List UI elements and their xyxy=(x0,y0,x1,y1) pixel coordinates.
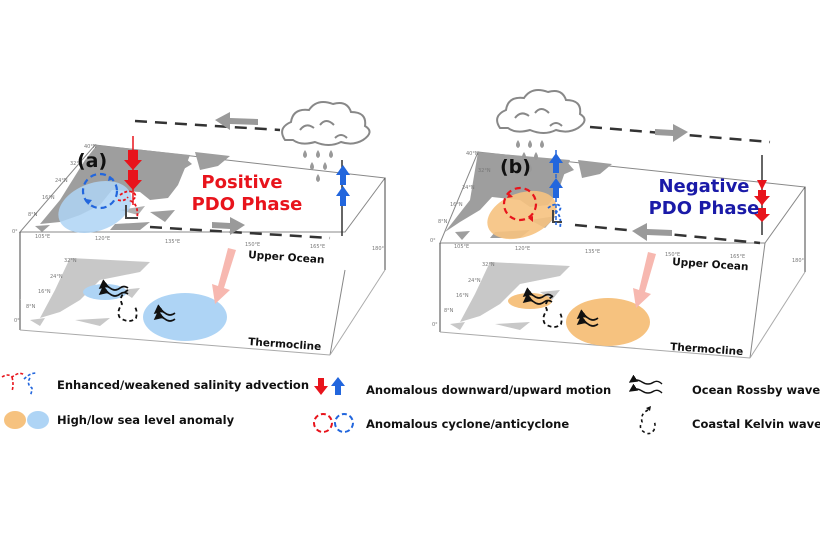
lat-tick: 24°N xyxy=(468,278,481,284)
lon-tick: 135°E xyxy=(585,249,600,255)
cyclone-icon xyxy=(502,186,538,222)
lon-tick: 105°E xyxy=(454,244,469,250)
legend-vertical-motion-label: Anomalous downward/upward motion xyxy=(366,383,611,397)
lat-tick: 8°N xyxy=(444,308,454,314)
legend-rossby-label: Ocean Rossby waves xyxy=(692,383,820,397)
lower-lat-ticks-b: 32°N 24°N 16°N 8°N 0° xyxy=(432,262,495,328)
legend-salinity-label: Enhanced/weakened salinity advection xyxy=(57,378,309,392)
lat-tick: 16°N xyxy=(456,293,469,299)
legend-rossby-icon xyxy=(628,374,663,394)
phase-title-line2: PDO Phase xyxy=(649,198,760,219)
lat-tick: 16°N xyxy=(38,289,51,295)
kelvin-marker xyxy=(552,210,562,223)
lat-tick: 24°N xyxy=(55,178,68,184)
rain-drops xyxy=(516,140,544,172)
rain-cloud-icon xyxy=(281,101,371,146)
lat-tick: 40°N xyxy=(466,151,479,157)
legend-sea-level-label: High/low sea level anomaly xyxy=(57,413,235,427)
lon-tick: 180° xyxy=(792,258,805,264)
lat-tick: 0° xyxy=(14,318,20,324)
legend-cyclone-icon xyxy=(313,413,354,433)
salinity-advection-icon xyxy=(547,203,562,229)
eastward-flow-arrow xyxy=(212,217,245,235)
rossby-waves-icon xyxy=(522,287,599,327)
lon-tick: 150°E xyxy=(665,252,680,258)
lon-tick: 165°E xyxy=(310,244,325,250)
rain-drops xyxy=(303,150,333,182)
lat-tick: 8°N xyxy=(26,304,36,310)
lon-tick: 135°E xyxy=(165,239,180,245)
rain-cloud-icon xyxy=(496,89,586,134)
lat-tick: 16°N xyxy=(42,195,55,201)
panel-label-a: (a) xyxy=(77,150,107,172)
salinity-advection-icon xyxy=(117,190,139,220)
layer-label-upper: Upper Ocean xyxy=(248,249,325,266)
anticyclone-icon xyxy=(81,172,119,210)
rossby-waves-icon xyxy=(98,279,176,322)
lat-tick: 24°N xyxy=(462,185,475,191)
lon-ticks-a: 105°E 120°E 135°E 150°E 165°E 180° xyxy=(35,234,385,252)
legend-sea-level-icon xyxy=(4,411,49,429)
panel-a: 40°N 32°N 24°N 16°N 8°N 0° 105°E 120°E 1… xyxy=(12,101,386,356)
legend: Enhanced/weakened salinity advection Hig… xyxy=(1,372,820,435)
lat-tick: 0° xyxy=(12,229,18,235)
phase-title-line2: PDO Phase xyxy=(192,194,303,215)
legend-cyclone-label: Anomalous cyclone/anticyclone xyxy=(366,417,569,431)
lat-tick: 24°N xyxy=(50,274,63,280)
lat-tick: 8°N xyxy=(28,212,38,218)
layer-label-lower: Thermocline xyxy=(248,336,322,353)
lower-land-a xyxy=(30,258,150,326)
westward-flow-arrow xyxy=(215,112,258,130)
kelvin-marker xyxy=(125,205,138,219)
downward-propagation-arrow xyxy=(212,248,236,304)
upward-motion-arrows xyxy=(549,150,563,225)
lat-ticks-b: 40°N 32°N 24°N 16°N 8°N 0° xyxy=(430,151,491,244)
lat-tick: 0° xyxy=(430,238,436,244)
lower-lat-ticks-a: 32°N 24°N 16°N 8°N 0° xyxy=(14,258,77,324)
sea-level-anomaly-lower-large xyxy=(143,293,227,341)
panel-label-b: (b) xyxy=(500,156,531,178)
lat-tick: 16°N xyxy=(450,202,463,208)
lon-tick: 105°E xyxy=(35,234,50,240)
lat-tick: 0° xyxy=(432,322,438,328)
eastward-flow-arrow xyxy=(655,124,688,142)
legend-salinity-icon xyxy=(1,372,37,397)
lat-tick: 40°N xyxy=(84,144,97,150)
lon-ticks-b: 105°E 120°E 135°E 150°E 165°E 180° xyxy=(454,244,805,264)
phase-title-line1: Negative xyxy=(658,176,749,197)
downward-propagation-arrow xyxy=(633,252,656,308)
lat-tick: 32°N xyxy=(64,258,77,264)
lon-tick: 180° xyxy=(372,246,385,252)
lat-tick: 32°N xyxy=(70,161,83,167)
downward-motion-arrows xyxy=(124,136,142,205)
lat-ticks-a: 40°N 32°N 24°N 16°N 8°N 0° xyxy=(12,144,97,235)
lon-tick: 120°E xyxy=(515,246,530,252)
legend-vertical-motion-icon xyxy=(314,377,345,395)
lon-tick: 150°E xyxy=(245,242,260,248)
westward-flow-arrow xyxy=(632,223,672,241)
lon-tick: 120°E xyxy=(95,236,110,242)
upward-motion-arrows xyxy=(336,165,350,206)
lat-tick: 8°N xyxy=(438,219,448,225)
legend-kelvin-arrowhead xyxy=(646,406,651,411)
legend-kelvin-label: Coastal Kelvin waves xyxy=(692,417,820,431)
layer-label-lower: Thermocline xyxy=(670,341,744,358)
lon-tick: 165°E xyxy=(730,254,745,260)
phase-title-line1: Positive xyxy=(201,172,282,193)
legend-kelvin-icon xyxy=(639,409,656,435)
lat-tick: 32°N xyxy=(478,168,491,174)
layer-label-upper: Upper Ocean xyxy=(672,256,749,273)
downward-motion-arrows xyxy=(754,180,770,222)
panel-b: 40°N 32°N 24°N 16°N 8°N 0° 105°E 120°E 1… xyxy=(430,89,806,359)
lat-tick: 32°N xyxy=(482,262,495,268)
